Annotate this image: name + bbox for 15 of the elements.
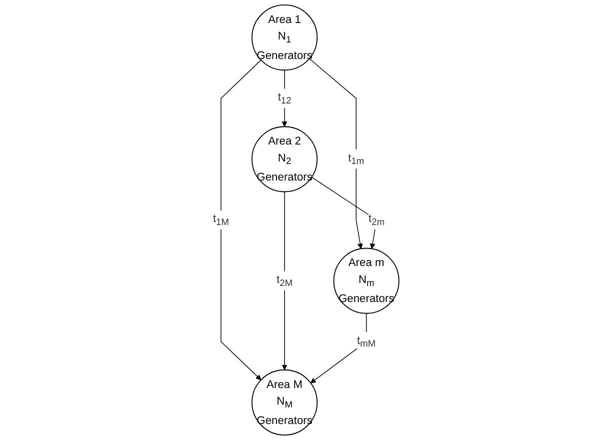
arrow xyxy=(310,313,366,384)
node-circle: Area M N$_{M}$ Generators xyxy=(251,369,318,436)
arrow xyxy=(310,176,377,249)
edge-label: t$_{mM}$ xyxy=(356,334,376,350)
edge-label: t$_{12}$ xyxy=(277,90,291,106)
arrow xyxy=(308,58,362,249)
node-circle: Area 2 N$_{2}$ Generators xyxy=(251,126,318,192)
arrow xyxy=(281,191,287,370)
edge-label: t$_{1M}$ xyxy=(212,212,229,228)
edge-label: t$_{2M}$ xyxy=(276,273,292,288)
edge-label: t$_{1m}$ xyxy=(348,151,364,167)
edge-label: t$_{2m}$ xyxy=(368,212,384,228)
arrow xyxy=(220,60,261,380)
node-circle: Area m N$_{m}$ Generators xyxy=(332,248,399,314)
node-circle: Area 1 N$_{1}$ Generators xyxy=(251,4,318,71)
